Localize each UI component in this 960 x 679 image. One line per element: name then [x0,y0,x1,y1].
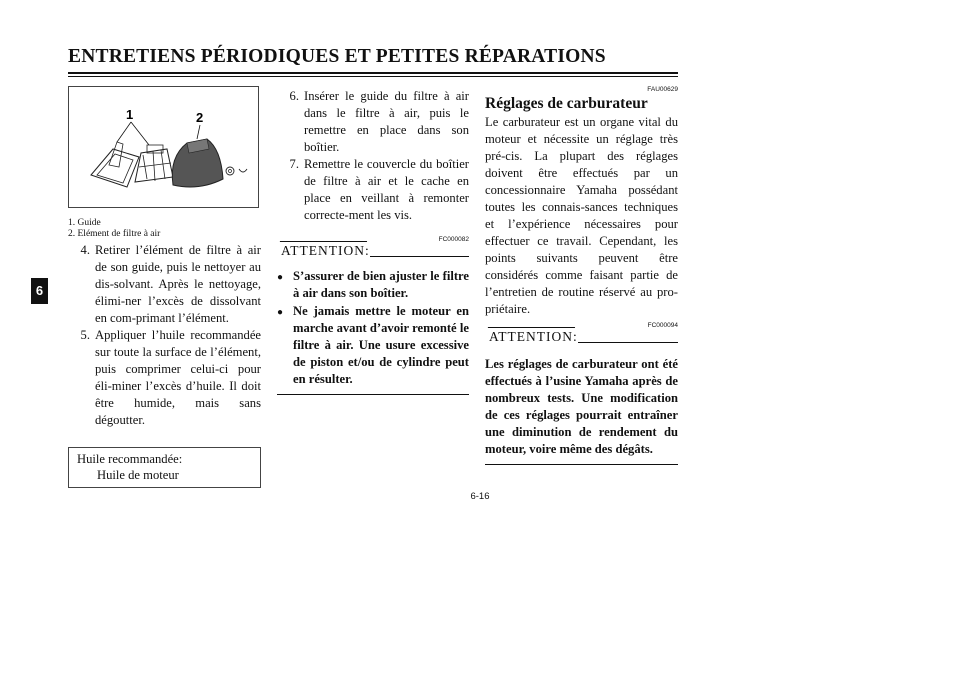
air-filter-drawing: 1 2 [90,107,248,188]
step-text: Appliquer l’huile recommandée sur toute … [95,328,261,427]
attention-end-rule [485,464,678,465]
step-5: 5. Appliquer l’huile recommandée sur tou… [68,327,261,429]
step-number: 7. [289,157,299,171]
section-body: Le carburateur est un organe vital du mo… [485,115,678,316]
reference-code: FC000094 [647,322,678,329]
callout-2: 2 [196,110,203,125]
bullet-text: S’assurer de bien ajuster le filtre à ai… [293,269,469,300]
step-text: Retirer l’élément de filtre à air de son… [95,243,261,325]
attention-label: ATTENTION: [281,242,376,259]
air-filter-illustration: 1 2 [68,86,259,208]
spec-label: Huile recommandée: [77,452,183,466]
header-rule-thin [68,76,678,77]
header-rule-thick [68,72,678,74]
column-left: 1 2 1. Guide 2. Elément de filtre à air [68,86,261,488]
section-title: Réglages de carburateur [485,95,648,112]
attention-bullets: ● S’assurer de bien ajuster le filtre à … [277,268,469,388]
step-number: 4. [80,243,90,257]
attention-header: ATTENTION: [481,327,678,346]
steps-middle: 6. Insérer le guide du filtre à air dans… [277,88,469,224]
recommended-oil-box: Huile recommandée: Huile de moteur [68,447,261,488]
bullet-dot: ● [277,307,284,318]
attention-label: ATTENTION: [489,328,584,345]
page-header-title: ENTRETIENS PÉRIODIQUES ET PETITES RÉPARA… [68,46,606,67]
caption-item-2: 2. Elément de filtre à air [68,229,161,239]
spec-value: Huile de moteur [97,468,179,482]
steps-left: 4. Retirer l’élément de filtre à air de … [68,242,261,429]
step-7: 7. Remettre le couvercle du boîtier de f… [277,156,469,224]
bullet-dot: ● [277,272,284,283]
bullet-text: Ne jamais mettre le moteur en marche ava… [293,304,469,386]
step-4: 4. Retirer l’élément de filtre à air de … [68,242,261,327]
step-text: Insérer le guide du filtre à air dans le… [304,89,469,154]
attention-rule [578,342,678,343]
attention-bullet: ● Ne jamais mettre le moteur en marche a… [277,303,469,388]
step-text: Remettre le couvercle du boîtier de filt… [304,157,469,222]
attention-text: Les réglages de carburateur ont été effe… [485,357,678,456]
page-number: 6-16 [470,491,490,502]
attention-header: ATTENTION: [273,241,469,260]
step-number: 5. [80,328,90,342]
column-right: FAU00629 Réglages de carburateur Le carb… [481,86,678,465]
column-middle: 6. Insérer le guide du filtre à air dans… [273,86,469,395]
figure-caption: 1. Guide 2. Elément de filtre à air [68,218,261,240]
caption-item-1: 1. Guide [68,218,101,228]
reference-code: FAU00629 [647,86,678,93]
attention-end-rule [277,394,469,395]
attention-bullet: ● S’assurer de bien ajuster le filtre à … [277,268,469,302]
chapter-tab: 6 [31,278,48,304]
step-number: 6. [289,89,299,103]
step-6: 6. Insérer le guide du filtre à air dans… [277,88,469,156]
reference-code: FC000082 [438,236,469,243]
attention-rule [370,256,469,257]
callout-1: 1 [126,107,133,122]
